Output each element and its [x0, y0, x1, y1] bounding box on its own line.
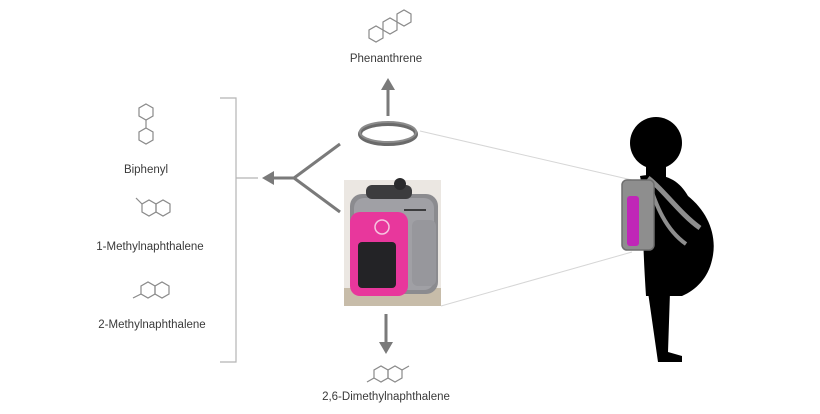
- wristband-icon: [358, 121, 418, 146]
- fork-arrow-to-left-compounds: [272, 142, 341, 214]
- label-2-methylnaphthalene: 2-Methylnaphthalene: [98, 319, 206, 331]
- 2-6-dimethylnaphthalene-structure-icon: [366, 365, 410, 383]
- arrow-down-to-dimethylnaphthalene: [379, 314, 393, 354]
- label-phenanthrene: Phenanthrene: [349, 53, 423, 65]
- fork-arrow-head: [262, 171, 274, 185]
- person-silhouette-icon: [621, 117, 714, 362]
- guide-line-wristband: [419, 130, 633, 181]
- label-2-6-dimethylnaphthalene: 2,6-Dimethylnaphthalene: [322, 391, 450, 403]
- biphenyl-structure-icon: [138, 103, 154, 145]
- 2-methylnaphthalene-structure-icon: [132, 281, 170, 299]
- guide-line-backpack: [440, 251, 633, 307]
- grouping-bracket: [220, 97, 237, 363]
- label-biphenyl: Biphenyl: [123, 164, 169, 176]
- 1-methylnaphthalene-structure-icon: [135, 197, 171, 217]
- label-1-methylnaphthalene: 1-Methylnaphthalene: [96, 241, 204, 253]
- backpack-sampler-photo: [344, 178, 441, 306]
- phenanthrene-structure-icon: [368, 9, 412, 43]
- arrow-up-to-phenanthrene: [381, 78, 395, 116]
